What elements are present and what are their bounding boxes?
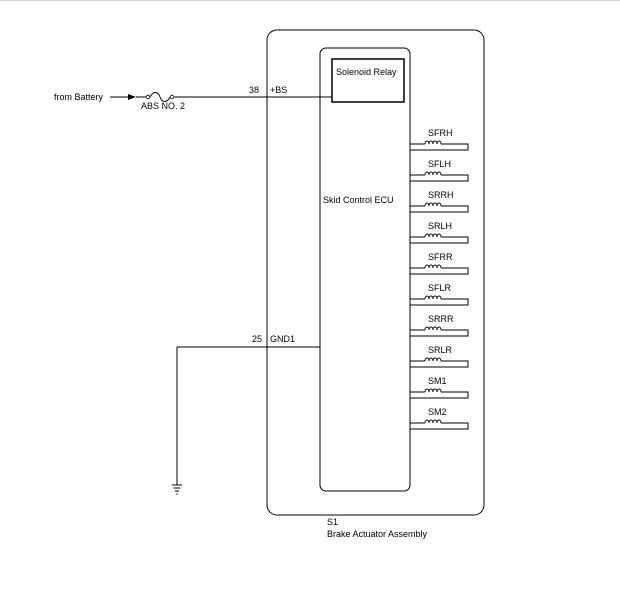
solenoid-label: SM1 — [428, 376, 447, 386]
solenoid-srlr: SRLR — [410, 345, 469, 368]
solenoid-label: SFLR — [428, 283, 452, 293]
coil-icon — [424, 419, 442, 424]
fuse-icon — [149, 92, 171, 102]
solenoid-label: SM2 — [428, 407, 447, 417]
from-battery-label: from Battery — [54, 92, 104, 102]
solenoid-sfrh: SFRH — [410, 128, 469, 151]
solenoid-wire — [410, 329, 469, 337]
pin-25-name: GND1 — [270, 334, 295, 344]
solenoid-label: SFLH — [428, 159, 451, 169]
pin-25-number: 25 — [252, 334, 262, 344]
solenoid-label: SRLR — [428, 345, 453, 355]
coil-icon — [424, 326, 442, 331]
solenoid-sflh: SFLH — [410, 159, 469, 182]
solenoid-label: SFRR — [428, 252, 453, 262]
assembly-code: S1 — [327, 517, 338, 527]
coil-icon — [424, 140, 442, 145]
coil-icon — [424, 171, 442, 176]
solenoid-wire — [410, 391, 469, 399]
coil-icon — [424, 264, 442, 269]
solenoid-wire — [410, 143, 469, 151]
solenoid-label: SRRR — [428, 314, 454, 324]
solenoid-wire — [410, 422, 469, 430]
solenoid-relay-label: Solenoid Relay — [336, 67, 397, 77]
coil-icon — [424, 388, 442, 393]
coil-icon — [424, 357, 442, 362]
solenoid-wire — [410, 267, 469, 275]
solenoid-relay-box — [331, 58, 405, 103]
coil-icon — [424, 295, 442, 300]
solenoid-label: SFRH — [428, 128, 453, 138]
solenoid-sm2: SM2 — [410, 407, 469, 430]
solenoid-sm1: SM1 — [410, 376, 469, 399]
solenoid-srlh: SRLH — [410, 221, 469, 244]
fuse-terminal-left — [145, 94, 151, 100]
solenoid-label: SRLH — [428, 221, 452, 231]
ground-icon — [172, 484, 182, 495]
pin-38-number: 38 — [249, 85, 259, 95]
solenoid-sflr: SFLR — [410, 283, 469, 306]
coil-icon — [424, 233, 442, 238]
battery-arrow-head-icon — [128, 94, 136, 100]
fuse-terminal-right — [169, 94, 175, 100]
solenoid-wire — [410, 360, 469, 368]
solenoid-sfrr: SFRR — [410, 252, 469, 275]
fuse-label: ABS NO. 2 — [141, 101, 185, 111]
pin-38-name: +BS — [270, 85, 287, 95]
solenoid-label: SRRH — [428, 190, 454, 200]
assembly-name: Brake Actuator Assembly — [327, 529, 428, 539]
solenoid-wire — [410, 205, 469, 213]
solenoid-wire — [410, 298, 469, 306]
solenoid-srrr: SRRR — [410, 314, 469, 337]
skid-control-ecu-box — [319, 47, 411, 492]
solenoid-wire — [410, 174, 469, 182]
coil-icon — [424, 202, 442, 207]
solenoid-srrh: SRRH — [410, 190, 469, 213]
solenoid-wire — [410, 236, 469, 244]
ecu-label: Skid Control ECU — [323, 195, 394, 205]
